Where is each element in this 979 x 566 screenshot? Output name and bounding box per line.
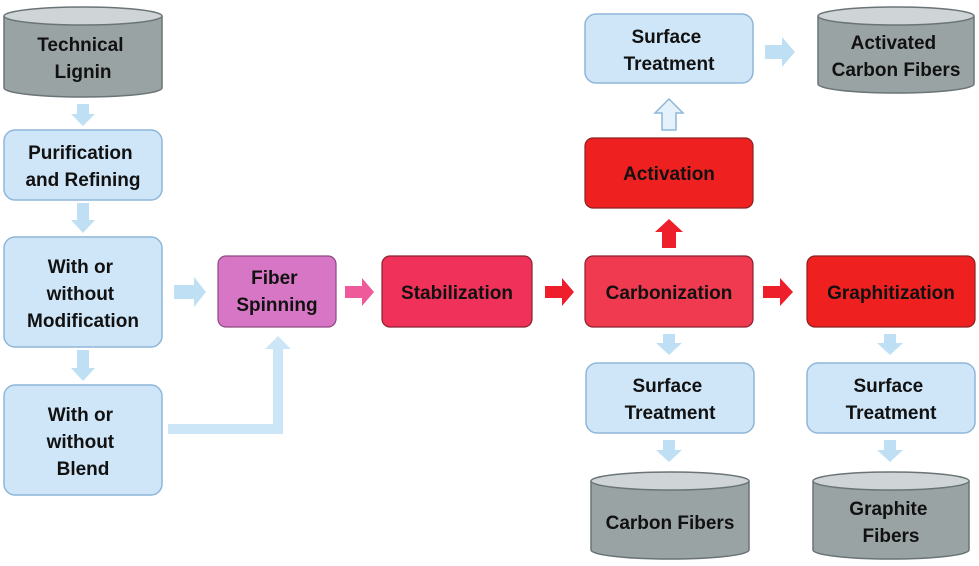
graphite-fibers-line-2: Fibers — [862, 526, 919, 547]
svg-text:Graphitization: Graphitization — [827, 283, 955, 304]
surface-treatment-right-line-1: Surface — [854, 376, 924, 397]
technical-lignin-line-1: Technical — [37, 35, 123, 56]
surface-treatment-right-node: Surface Treatment — [806, 362, 976, 434]
svg-text:Activation: Activation — [623, 164, 715, 185]
svg-text:With or without Bl: With or without Blend — [46, 405, 120, 480]
svg-text:Graphite Fibers: Graphite Fibers — [849, 499, 932, 547]
svg-text:Carbon Fibers: Carbon Fibers — [606, 513, 735, 534]
arrow-graphitization-to-surface-treatment — [877, 334, 903, 355]
purification-node: Purification and Refining — [3, 129, 163, 201]
svg-text:Activated Carbon Fibers: Activated Carbon Fibers — [832, 33, 961, 81]
svg-text:Technical Lignin: Technical Lignin — [37, 35, 129, 83]
activation-node: Activation — [584, 137, 754, 209]
modification-line-2: without — [46, 284, 115, 305]
graphite-fibers-node: Graphite Fibers — [812, 471, 970, 560]
arrow-blend-to-fiber-spinning — [168, 336, 291, 434]
svg-text:Surface Treatment: Surface Treatment — [846, 376, 937, 424]
svg-text:Fiber Spinning: Fiber Spinning — [236, 268, 317, 316]
surface-treatment-mid-node: Surface Treatment — [585, 362, 755, 434]
arrow-stabilization-to-carbonization — [545, 278, 574, 306]
graphite-fibers-line-1: Graphite — [849, 499, 927, 520]
arrow-purification-to-modification — [71, 203, 95, 233]
surface-treatment-top-line-2: Treatment — [624, 54, 715, 75]
surface-treatment-right-line-2: Treatment — [846, 403, 937, 424]
graphitization-line-1: Graphitization — [827, 283, 955, 304]
blend-node: With or without Blend — [3, 384, 163, 496]
surface-treatment-mid-line-1: Surface — [633, 376, 703, 397]
carbon-fibers-line-1: Carbon Fibers — [606, 513, 735, 534]
carbonization-line-1: Carbonization — [606, 283, 733, 304]
carbonization-node: Carbonization — [584, 255, 754, 328]
surface-treatment-top-node: Surface Treatment — [584, 13, 754, 84]
stabilization-line-1: Stabilization — [401, 283, 513, 304]
arrow-surface-treatment-to-graphite-fibers — [877, 440, 903, 462]
arrow-surface-treatment-to-activated — [765, 37, 795, 67]
purification-line-2: and Refining — [25, 170, 140, 191]
svg-text:With or without Mo: With or without Modification — [27, 257, 139, 332]
svg-text:Stabilization: Stabilization — [401, 283, 513, 304]
graphitization-node: Graphitization — [806, 255, 976, 328]
surface-treatment-top-line-1: Surface — [632, 27, 702, 48]
svg-text:Carbonization: Carbonization — [606, 283, 733, 304]
fiber-spinning-node: Fiber Spinning — [217, 255, 337, 328]
activated-carbon-fibers-line-1: Activated — [851, 33, 937, 54]
modification-line-1: With or — [48, 257, 114, 278]
carbon-fibers-node: Carbon Fibers — [590, 471, 750, 560]
arrow-activation-to-surface-treatment — [653, 97, 685, 131]
arrow-lignin-to-purification — [71, 104, 95, 126]
svg-text:Purification and Refinin: Purification and Refining — [25, 143, 140, 191]
blend-line-3: Blend — [57, 459, 110, 480]
surface-treatment-mid-line-2: Treatment — [625, 403, 716, 424]
arrow-modification-to-blend — [71, 350, 95, 381]
stabilization-node: Stabilization — [381, 255, 533, 328]
technical-lignin-line-2: Lignin — [55, 62, 112, 83]
arrow-carbonization-to-activation — [655, 219, 683, 248]
arrow-carbonization-to-graphitization — [763, 278, 793, 306]
technical-lignin-node: Technical Lignin — [3, 6, 163, 98]
arrow-carbonization-to-surface-treatment — [656, 334, 682, 355]
purification-line-1: Purification — [28, 143, 133, 164]
modification-line-3: Modification — [27, 311, 139, 332]
activated-carbon-fibers-node: Activated Carbon Fibers — [817, 6, 975, 94]
arrow-surface-treatment-to-carbon-fibers — [656, 440, 682, 462]
arrow-modification-to-fiber-spinning — [174, 277, 206, 307]
blend-line-1: With or — [48, 405, 114, 426]
modification-node: With or without Modification — [3, 236, 163, 348]
activation-line-1: Activation — [623, 164, 715, 185]
arrow-spinning-to-stabilization — [345, 278, 374, 306]
svg-text:Surface Treatment: Surface Treatment — [625, 376, 716, 424]
fiber-spinning-line-1: Fiber — [251, 268, 298, 289]
fiber-spinning-line-2: Spinning — [236, 295, 317, 316]
blend-line-2: without — [46, 432, 115, 453]
activated-carbon-fibers-line-2: Carbon Fibers — [832, 60, 961, 81]
svg-text:Surface Treatment: Surface Treatment — [624, 27, 715, 75]
